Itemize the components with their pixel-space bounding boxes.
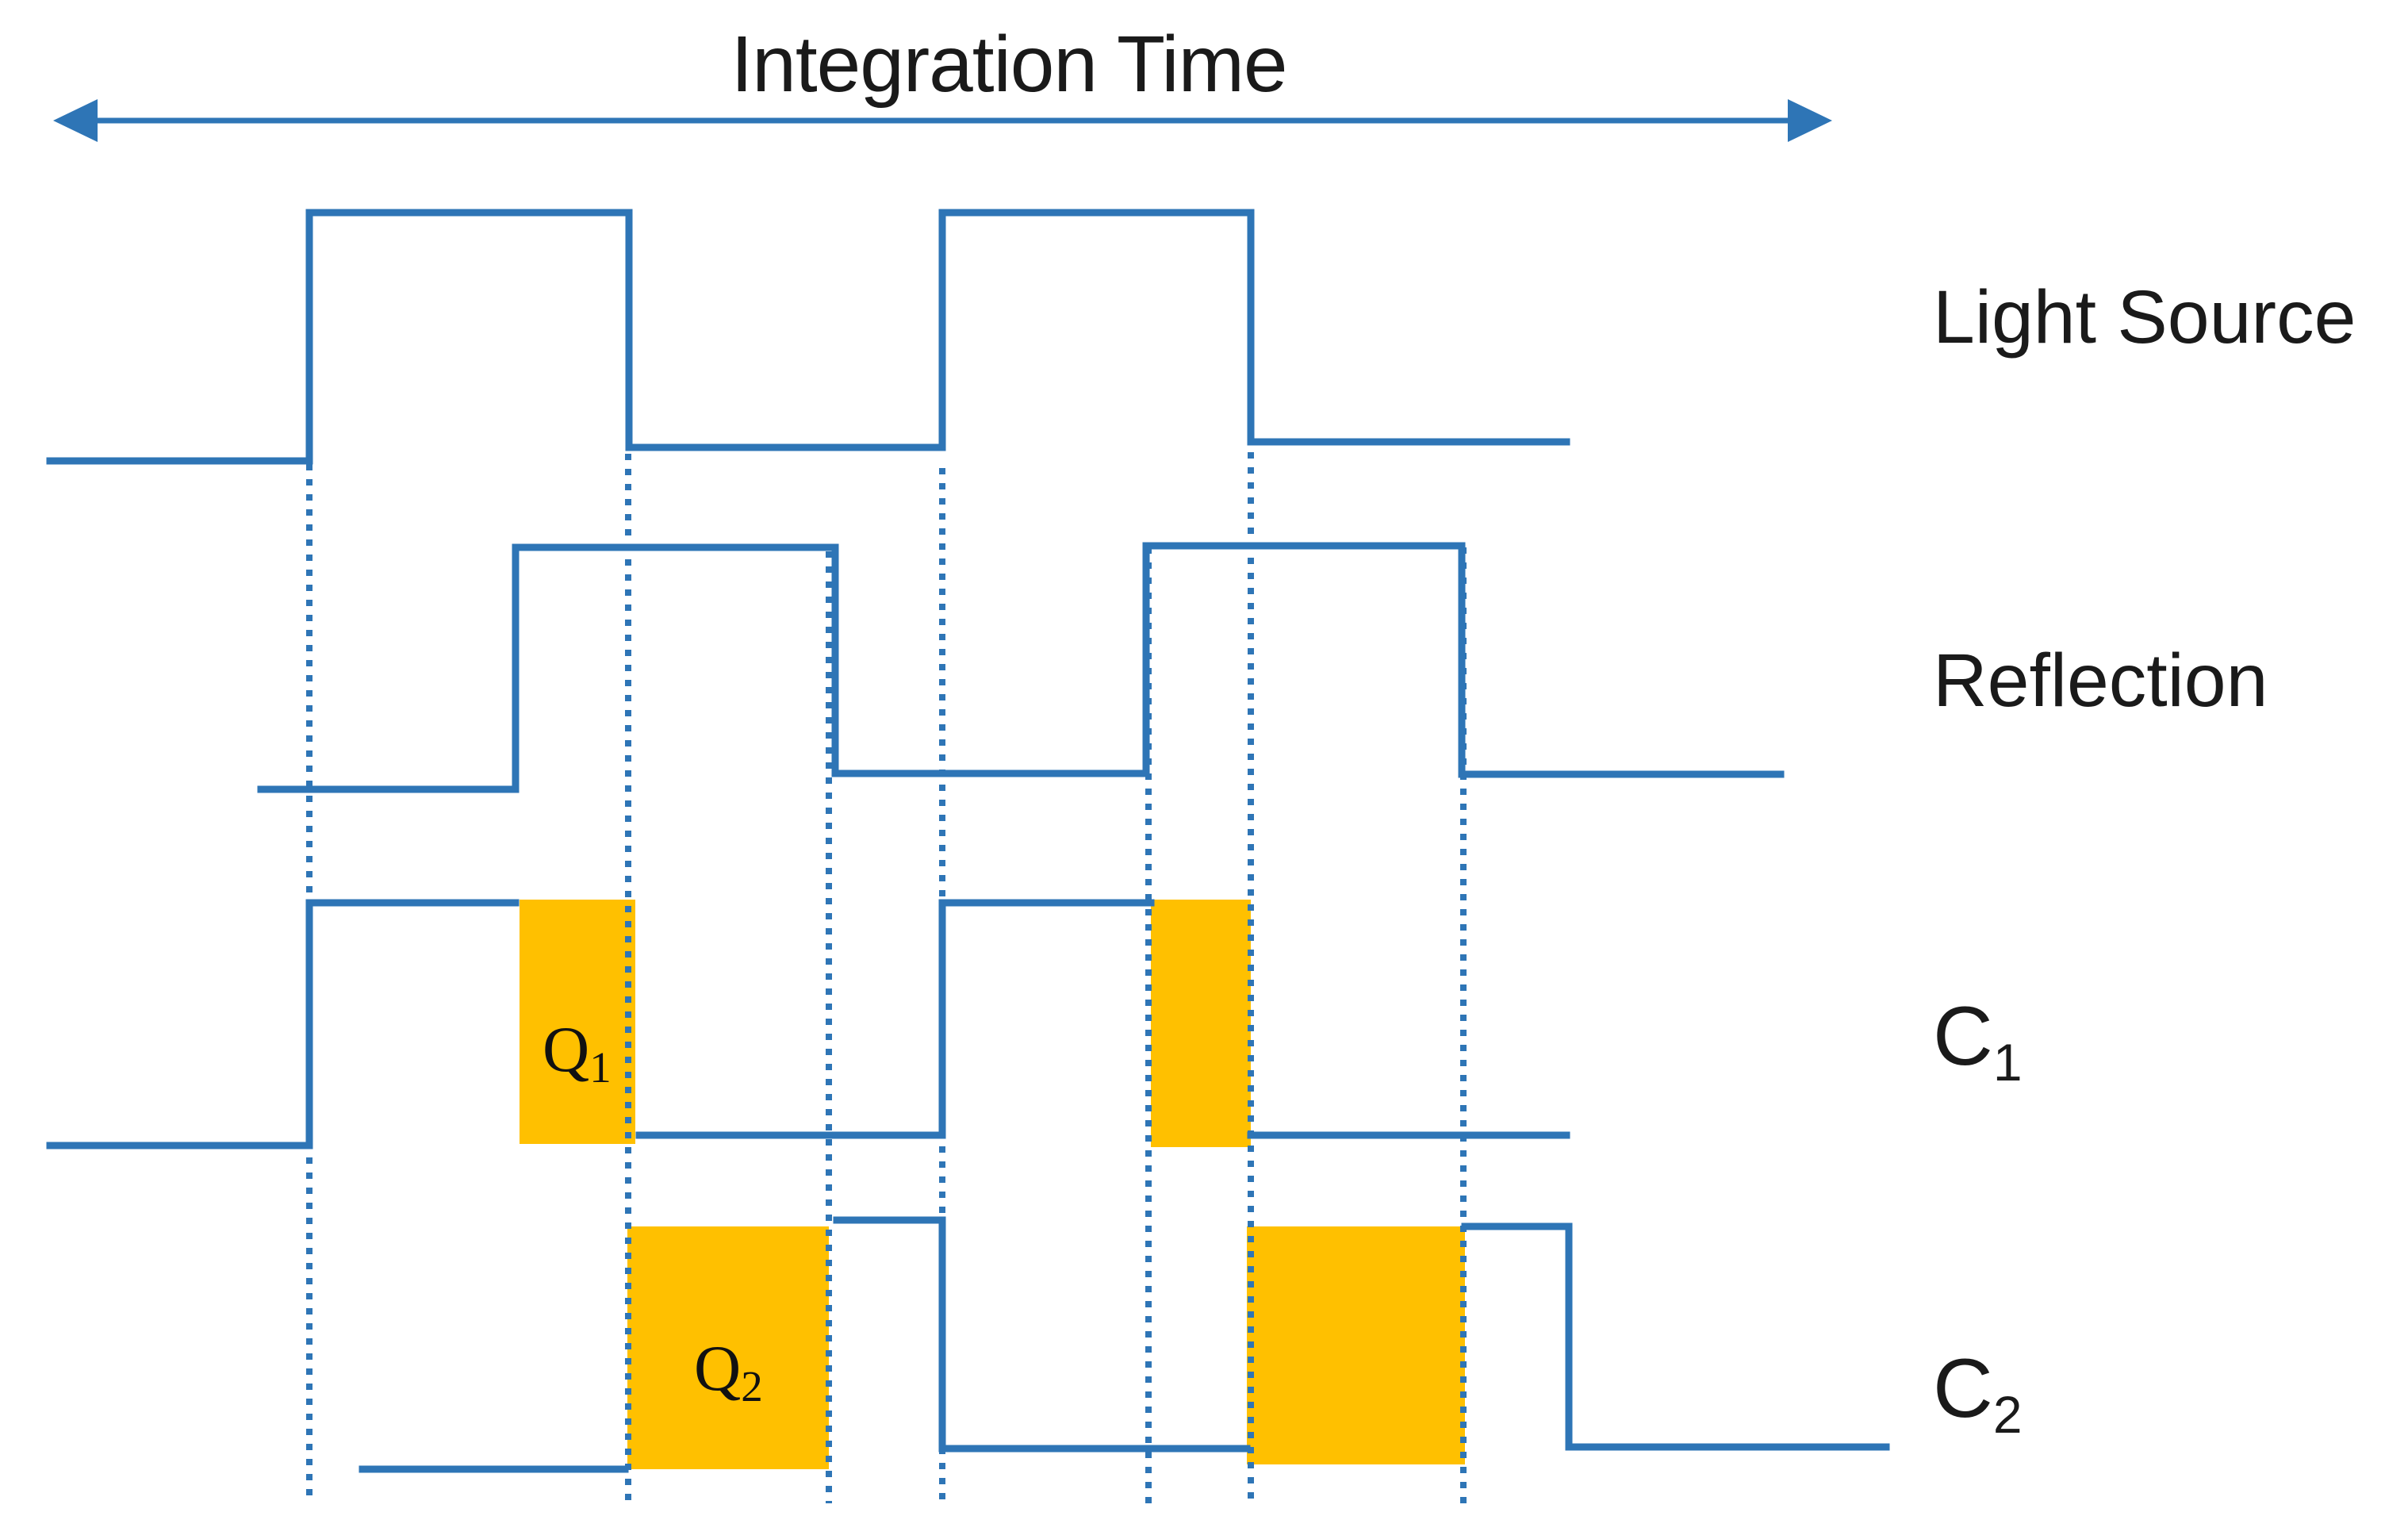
waveforms-layer bbox=[46, 209, 1890, 1473]
signal-reflection-waveform bbox=[257, 542, 1785, 793]
q1-first-region bbox=[520, 900, 635, 1144]
signal-c1-waveform bbox=[635, 899, 1155, 1139]
q2-second-region bbox=[1247, 1226, 1465, 1464]
signal-label-c1: C1 bbox=[1933, 990, 2023, 1092]
signal-c2-waveform bbox=[1461, 1222, 1890, 1451]
integration-arrow-layer bbox=[53, 99, 1832, 142]
q1-first-label: Q1 bbox=[543, 1013, 612, 1092]
arrow-left-head-icon bbox=[53, 99, 98, 142]
signal-c2-waveform bbox=[833, 1216, 1251, 1453]
q2-first-region bbox=[627, 1226, 829, 1469]
signal-label-light-source: Light Source bbox=[1933, 275, 2356, 359]
signal-light-source-waveform bbox=[46, 209, 1570, 465]
arrow-right-head-icon bbox=[1788, 99, 1832, 142]
signal-c1-waveform bbox=[46, 899, 520, 1149]
integration-time-title: Integration Time bbox=[730, 20, 1286, 109]
q2-first-label: Q2 bbox=[694, 1332, 763, 1410]
signal-label-c2: C2 bbox=[1933, 1342, 2023, 1444]
q1-second-region bbox=[1151, 900, 1251, 1147]
signal-label-reflection: Reflection bbox=[1933, 639, 2268, 723]
